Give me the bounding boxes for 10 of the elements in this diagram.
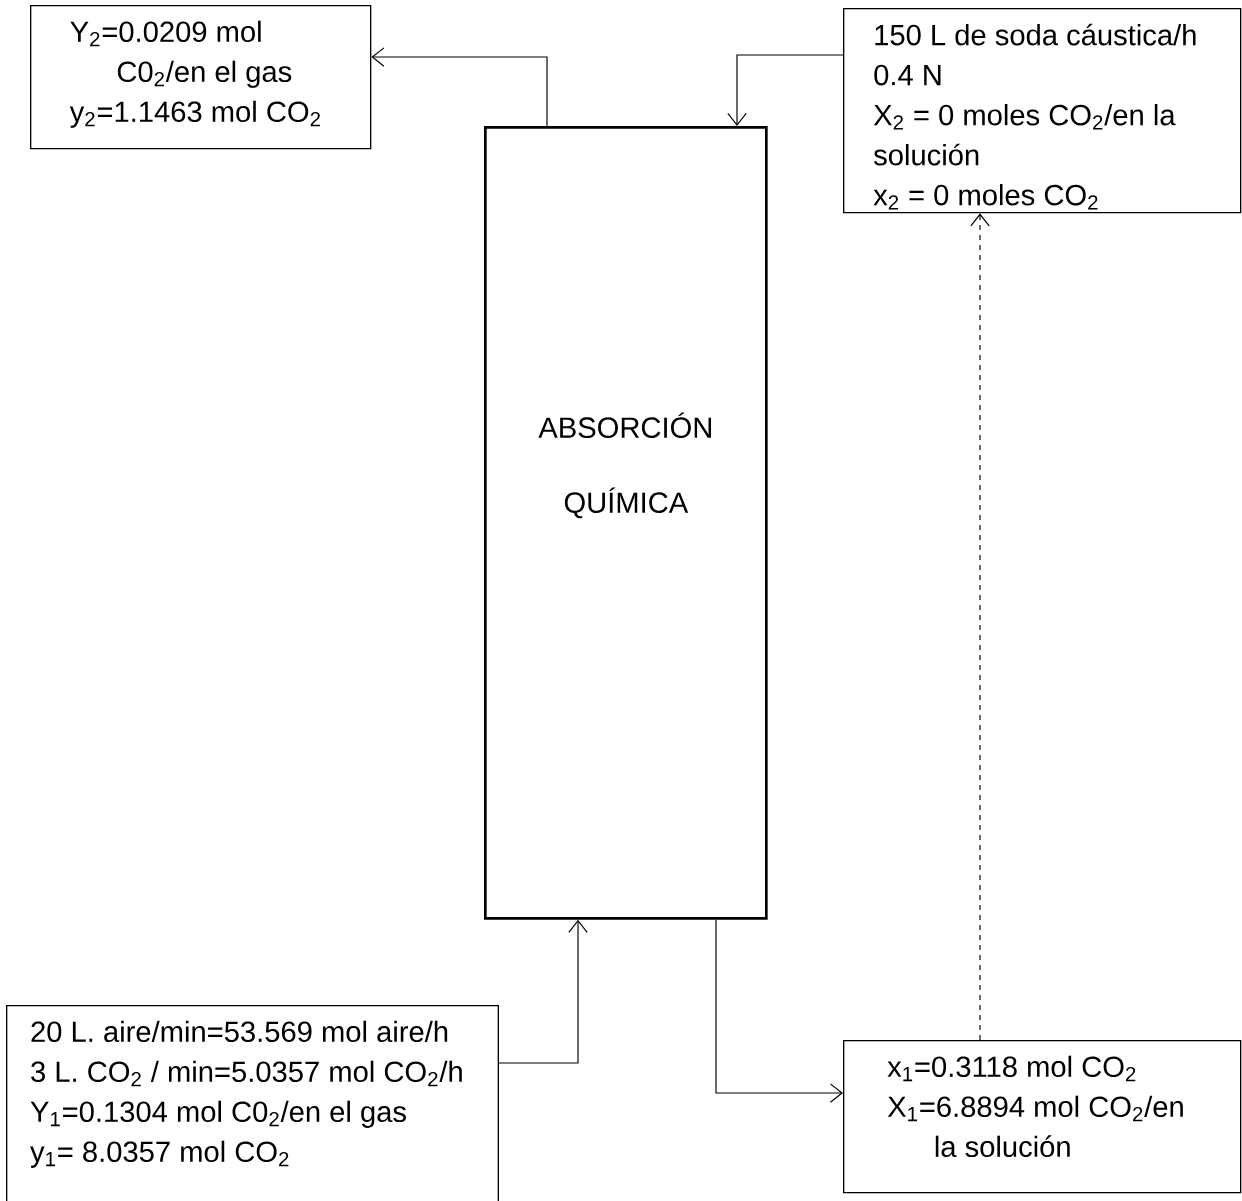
stream-box: Y$_{2}$=0.0209 mol C0$_{2}$/en el gas y$_{2}$=1.1463 mol CO$_{2}$ — [30, 5, 372, 150]
absorption-column: ABSORCIÓN QUÍMICA — [484, 126, 768, 920]
stream-box: x$_{1}$=0.3118 mol CO$_{2}$ X$_{1}$=6.8894 mol CO$_{2}$/en la solución — [843, 1040, 1242, 1194]
arrow — [498, 919, 588, 1064]
arrow — [970, 213, 990, 1041]
arrow — [727, 54, 844, 126]
arrow — [715, 919, 843, 1103]
stream-box: 150 L de soda cáustica/h 0.4 N X$_{2}$ = 0 moles CO$_{2}$/en la solución x$_{2}$ = 0 moles CO$_{2}$ — [843, 8, 1242, 214]
stream-box: 20 L. aire/min=53.569 mol aire/h 3 L. CO$_{2}$ / min=5.0357 mol CO$_{2}$/h Y$_{1}$=0.1304 mol C0$_{2}$/en el gas y$_{1}$= 8.0357 mol CO$_{2}$ — [6, 1005, 499, 1201]
arrow — [371, 47, 548, 127]
